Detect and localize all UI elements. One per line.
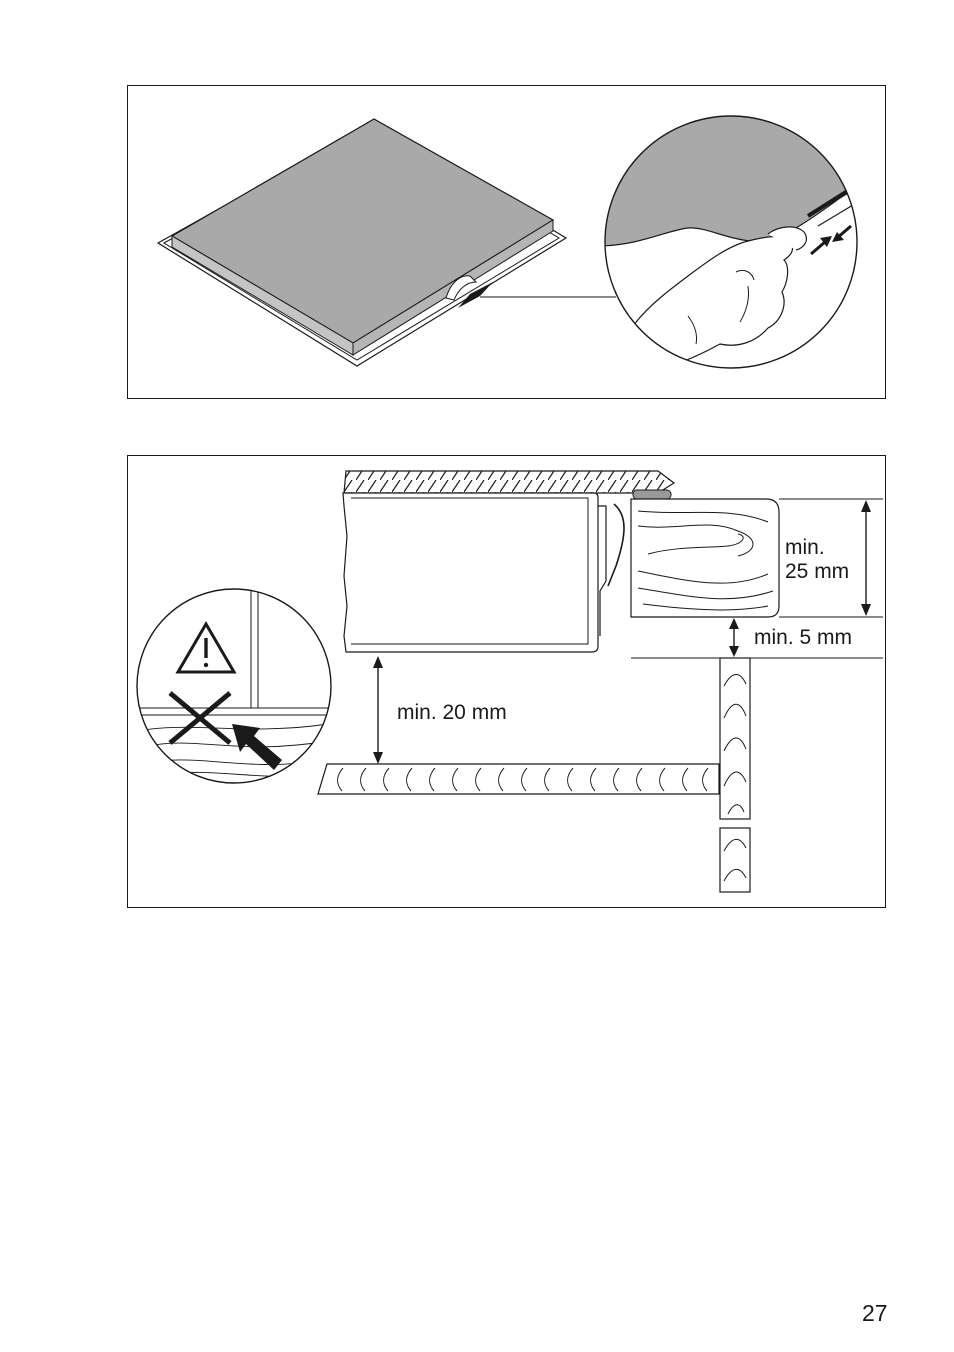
- hob-clip: [598, 506, 606, 636]
- hob-glass-top: [344, 471, 674, 493]
- label-min-25mm-line1: min.: [785, 536, 849, 560]
- dim-arrow-25: [861, 500, 871, 616]
- seal-strip-illustration: [128, 86, 887, 400]
- warning-detail: [128, 586, 348, 796]
- hob-top: [172, 119, 553, 343]
- clearance-figure: min. 25 mm min. 5 mm min. 20 mm: [127, 455, 886, 908]
- detail-magnifier: [598, 106, 868, 386]
- label-min-5mm: min. 5 mm: [754, 626, 852, 650]
- shelf-board: [318, 764, 719, 794]
- cabinet-side-lower: [720, 828, 750, 892]
- worktop: [631, 499, 779, 617]
- hob-body: [343, 493, 598, 652]
- dim-arrow-5: [729, 618, 739, 657]
- page-number: 27: [862, 1300, 888, 1327]
- seal-strip-figure: [127, 85, 886, 399]
- label-min-25mm: min. 25 mm: [785, 536, 849, 584]
- clearance-illustration: [128, 456, 887, 909]
- label-min-25mm-line2: 25 mm: [785, 560, 849, 584]
- label-min-20mm: min. 20 mm: [397, 701, 507, 725]
- seal-strip: [633, 490, 671, 499]
- dim-arrow-20: [373, 656, 383, 764]
